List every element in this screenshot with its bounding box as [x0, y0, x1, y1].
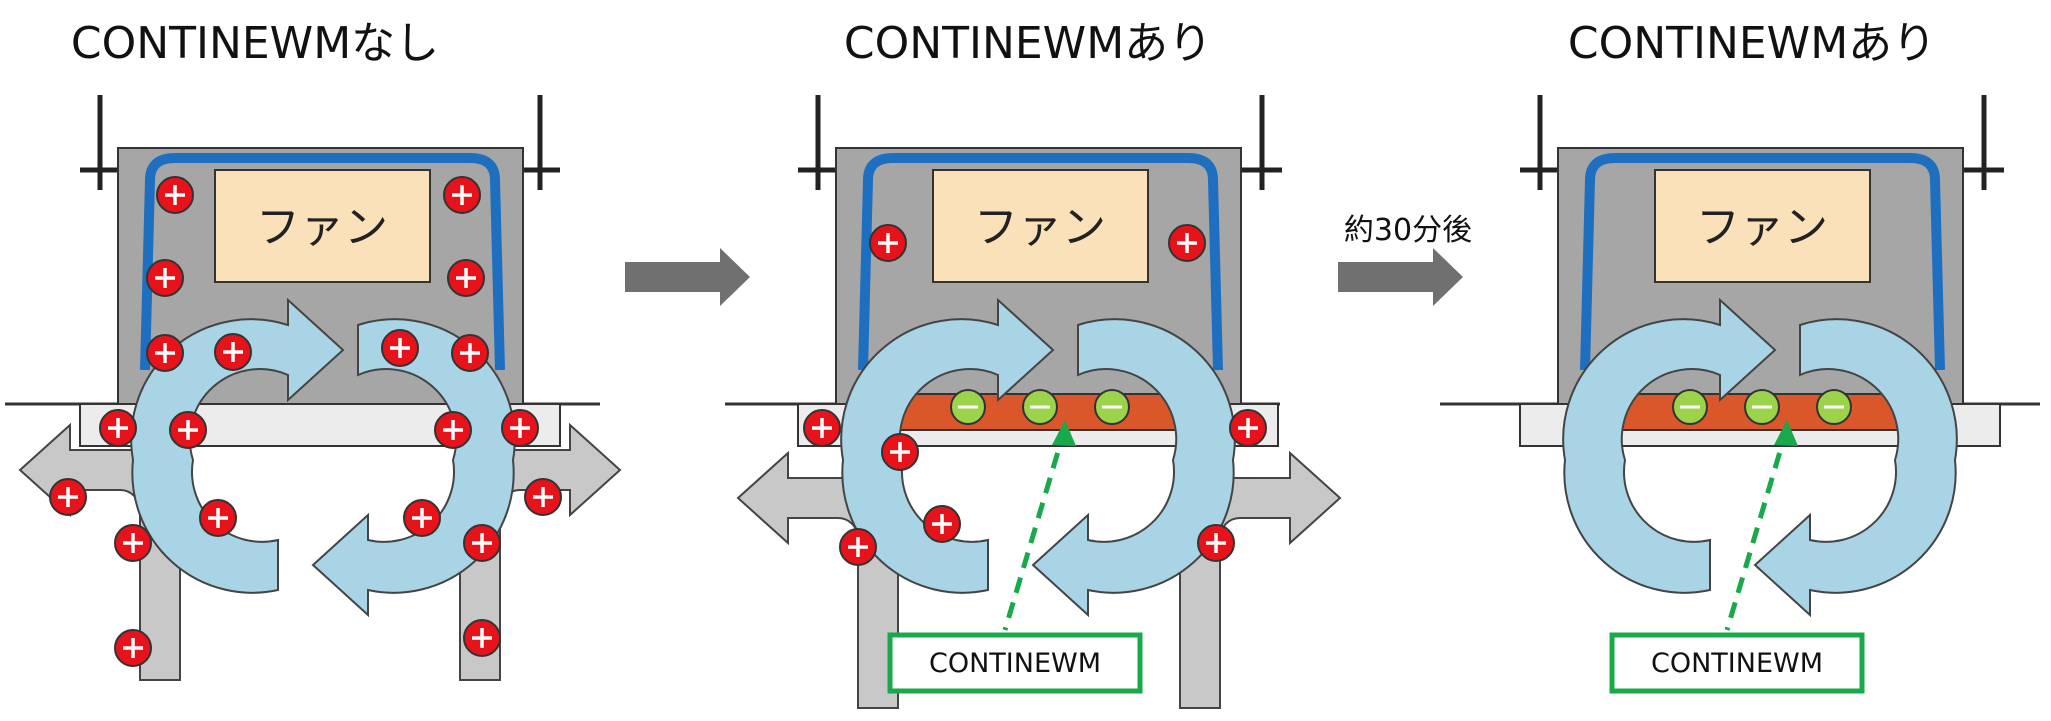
panel-2-fan-label: ファン	[974, 202, 1106, 253]
step-arrow-2-label: 約30分後	[1344, 213, 1472, 248]
step-arrow-2: 約30分後	[1338, 213, 1472, 306]
panel-1: CONTINEWMなし ファン	[5, 18, 621, 681]
panel-2-fan	[932, 169, 1149, 283]
panel-1-fan	[214, 169, 431, 283]
panel-3-mount-posts	[1520, 95, 2004, 190]
panel-3-title: CONTINEWMあり	[1568, 18, 1936, 69]
panel-2: CONTINEWMあり ファン	[725, 18, 1341, 709]
panel-2-dashed-pointer	[1002, 427, 1068, 631]
panel-1-blue-stripe	[140, 153, 505, 371]
panel-3-continewm-label: CONTINEWM	[1651, 648, 1823, 679]
panel-3-fan-label: ファン	[1696, 202, 1828, 253]
panel-1-mount-posts	[80, 95, 560, 190]
panel-3-pointer-head	[1774, 420, 1798, 446]
panel-3-particles	[1671, 388, 1853, 426]
panel-3-blue-stripe	[1580, 153, 1945, 371]
panel-3-dashed-pointer	[1724, 427, 1790, 631]
panel-1-title: CONTINEWMなし	[71, 18, 439, 69]
panel-2-title: CONTINEWMあり	[844, 18, 1212, 69]
panel-2-continewm-label-box	[887, 632, 1143, 694]
panel-3-continewm-label-box	[1609, 632, 1865, 694]
panel-3-fan	[1654, 169, 1871, 283]
panel-1-fan-label: ファン	[256, 202, 388, 253]
panel-2-mount-posts	[798, 95, 1282, 190]
panel-2-blue-stripe	[858, 153, 1223, 371]
panel-2-pointer-head	[1052, 420, 1076, 446]
panel-3: CONTINEWMあり ファン CONTINEWM	[1440, 18, 2040, 694]
panel-2-continewm-label: CONTINEWM	[929, 648, 1101, 679]
step-arrow-1	[625, 248, 750, 306]
